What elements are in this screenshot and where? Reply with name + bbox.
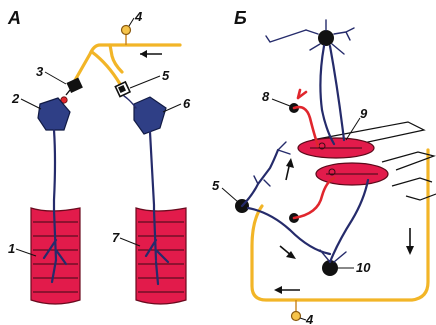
neuron-8 xyxy=(289,88,320,148)
panel-a: А xyxy=(7,8,191,305)
label-3: 3 xyxy=(36,64,44,79)
label-6: 6 xyxy=(183,96,191,111)
label-4-bottom: 4 xyxy=(305,312,314,325)
label-5-a: 5 xyxy=(162,68,170,83)
label-4-top: 4 xyxy=(134,9,143,24)
synapse-3 xyxy=(60,77,83,104)
synapse-5-a xyxy=(114,80,132,98)
ganglion-knob-top xyxy=(120,24,132,36)
labels-panel-a: 1 2 3 4 5 6 7 xyxy=(8,9,191,257)
label-9: 9 xyxy=(360,106,368,121)
panel-a-label: А xyxy=(7,8,21,28)
panel-b: Б xyxy=(212,8,436,325)
neuron-10 xyxy=(319,178,370,276)
label-10: 10 xyxy=(356,260,371,275)
neuron-top-b xyxy=(265,19,355,146)
muscle-9 xyxy=(297,137,389,186)
label-7: 7 xyxy=(112,230,120,245)
tissue-outline xyxy=(311,121,436,201)
muscle-1 xyxy=(30,207,81,305)
neuron-2 xyxy=(37,97,71,212)
label-5-b: 5 xyxy=(212,178,220,193)
neuron-5-b xyxy=(235,141,332,256)
direction-arrow-top xyxy=(140,50,162,58)
panel-b-label: Б xyxy=(234,8,247,28)
label-8: 8 xyxy=(262,89,270,104)
yellow-fiber-a xyxy=(72,24,182,86)
muscle-7 xyxy=(135,207,187,305)
ganglion-knob-bottom xyxy=(290,310,302,322)
afferent-red-fiber xyxy=(289,176,336,223)
neuron-6 xyxy=(123,95,167,212)
yellow-fiber-b xyxy=(250,148,430,322)
label-2: 2 xyxy=(11,91,20,106)
labels-panel-b: 8 9 5 10 4 xyxy=(212,89,371,325)
label-1: 1 xyxy=(8,241,15,256)
direction-arrows-b xyxy=(274,158,414,294)
